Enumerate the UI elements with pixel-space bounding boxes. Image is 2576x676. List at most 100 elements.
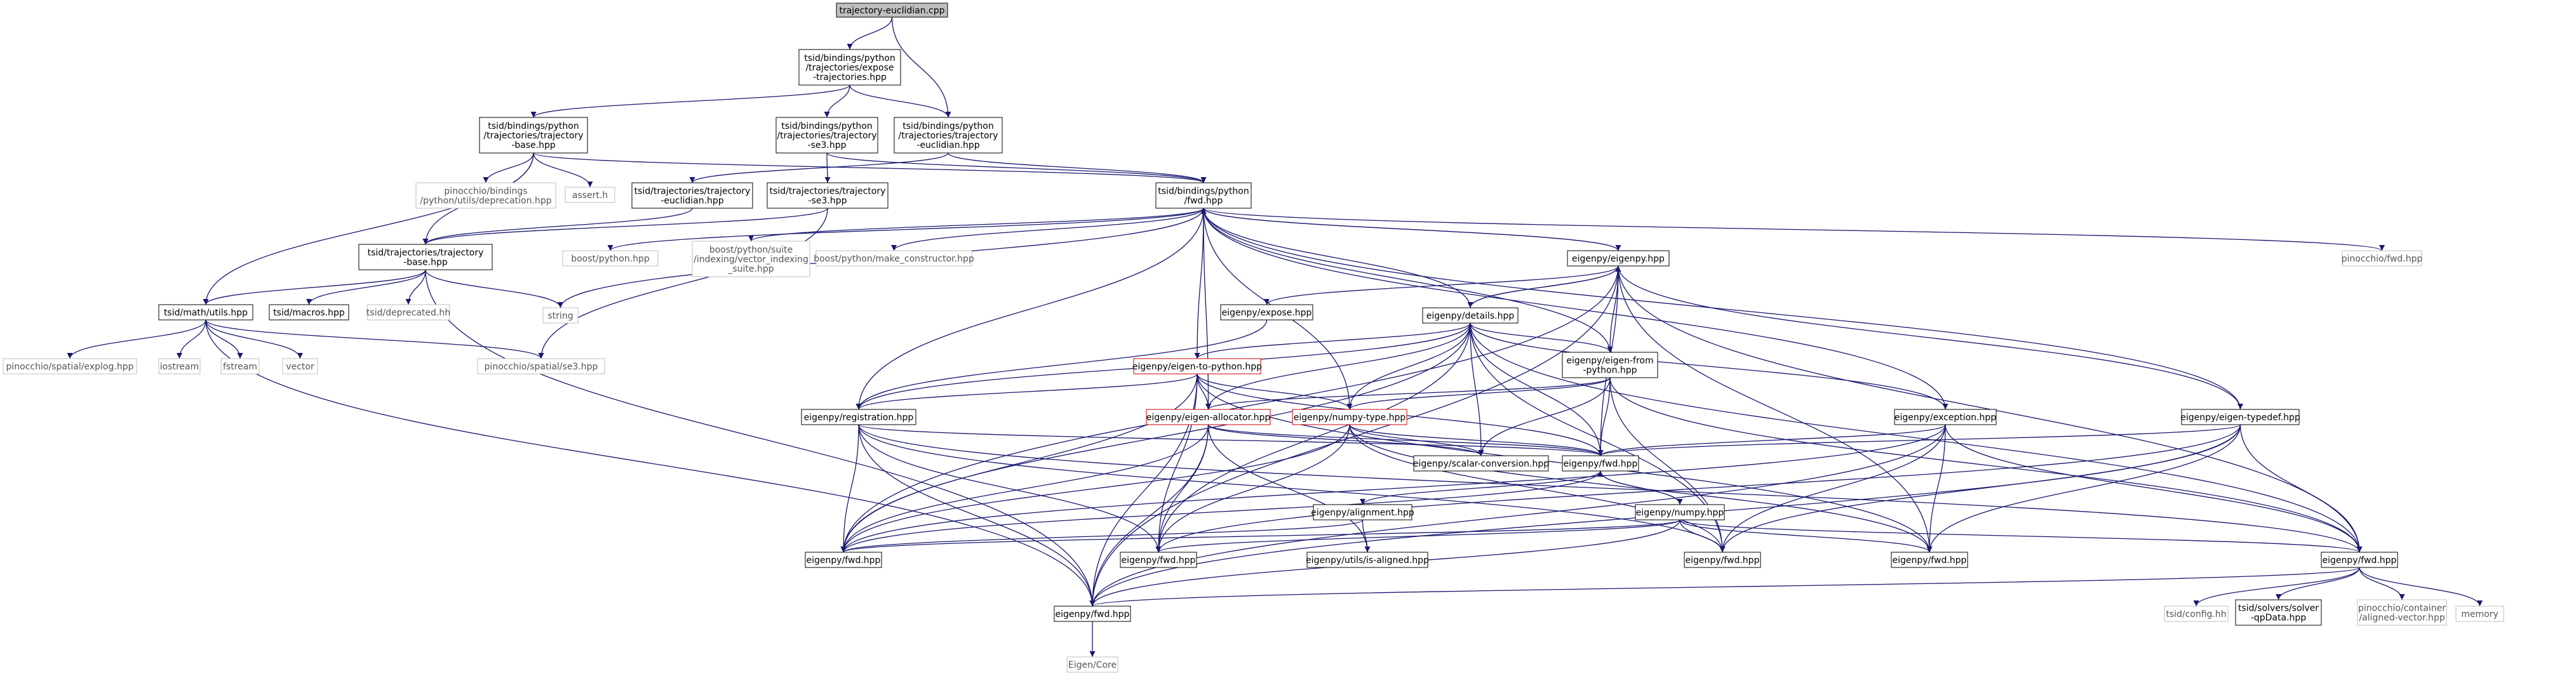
node-tsid-trajectories-trajectory-euclidian-hpp[interactable]: tsid/trajectories/trajectory-euclidian.h…	[631, 182, 753, 209]
node-tsid-trajectories-trajectory-se3-hpp[interactable]: tsid/trajectories/trajectory-se3.hpp	[767, 182, 889, 209]
edge-eigenpy-to-efwd4	[1618, 265, 1933, 553]
node-label: -euclidian.hpp	[661, 196, 723, 206]
edge-numpy-to-efwdc	[1597, 470, 1680, 505]
node-box	[1894, 409, 1997, 425]
node-box	[801, 409, 916, 425]
edge-details-to-efwd1	[840, 322, 1471, 553]
node-eigenpy-utils-is-aligned-hpp[interactable]: eigenpy/utils/is-aligned.hpp	[1306, 552, 1429, 568]
edge-details-to-efwdc	[1470, 322, 1604, 456]
edge-tsbase-to-string	[425, 269, 563, 308]
node-label: pinocchio/container	[2358, 604, 2446, 614]
node-eigenpy-fwd-hpp[interactable]: eigenpy/fwd.hpp	[1120, 552, 1197, 568]
node-eigenpy-alignment-hpp[interactable]: eigenpy/alignment.hpp	[1311, 504, 1414, 520]
edge-tsbase-to-macros	[306, 269, 426, 305]
node-tsid-bindings-python-trajectories-trajectory-se3-hpp[interactable]: tsid/bindings/python/trajectories/trajec…	[775, 117, 878, 154]
node-tsid-math-utils-hpp[interactable]: tsid/math/utils.hpp	[158, 304, 253, 321]
node-tsid-bindings-python-trajectories-expose-trajectories-hpp[interactable]: tsid/bindings/python/trajectories/expose…	[798, 49, 901, 86]
edge-etypedef-to-efwdc	[1597, 424, 2241, 456]
node-eigenpy-numpy-hpp[interactable]: eigenpy/numpy.hpp	[1635, 504, 1725, 520]
edge-details-to-nptype	[1346, 322, 1471, 410]
node-eigenpy-details-hpp[interactable]: eigenpy/details.hpp	[1422, 307, 1519, 324]
edge-ealloc-to-efwd1	[840, 424, 1209, 553]
node-label: tsid/trajectories/trajectory	[368, 248, 484, 258]
node-box	[2164, 606, 2229, 622]
node-label: iostream	[160, 362, 199, 372]
node-eigenpy-expose-hpp[interactable]: eigenpy/expose.hpp	[1220, 304, 1313, 321]
node-eigenpy-eigen-typedef-hpp[interactable]: eigenpy/eigen-typedef.hpp	[2180, 409, 2300, 425]
node-box	[767, 182, 889, 209]
node-eigenpy-registration-hpp[interactable]: eigenpy/registration.hpp	[801, 409, 916, 425]
node-eigenpy-numpy-type-hpp[interactable]: eigenpy/numpy-type.hpp	[1292, 409, 1407, 425]
edge-pybase-to-asserth	[533, 152, 593, 188]
edge-mutils-to-fstream	[205, 319, 243, 359]
edge-exc-to-pyfwd	[1200, 208, 1946, 410]
edge-details-to-scalar	[1470, 322, 1484, 456]
edge-exc-to-efwd4	[1926, 424, 1946, 553]
node-box	[220, 358, 260, 374]
node-tsid-bindings-python-trajectories-trajectory-euclidian-hpp[interactable]: tsid/bindings/python/trajectories/trajec…	[894, 117, 1003, 154]
node-eigenpy-exception-hpp[interactable]: eigenpy/exception.hpp	[1894, 409, 1997, 425]
node-label: -base.hpp	[511, 140, 556, 150]
node-box	[815, 250, 972, 267]
edge-details-to-e2py	[1194, 322, 1471, 359]
node-tsid-trajectories-trajectory-base-hpp[interactable]: tsid/trajectories/trajectory-base.hpp	[358, 244, 493, 270]
node-label: tsid/macros.hpp	[273, 308, 345, 318]
edge-efwd5-to-qpdata	[2276, 567, 2360, 600]
node-box	[477, 358, 605, 374]
edge-efrom-to-efwd3	[1609, 377, 1726, 553]
edge-root-to-expose	[847, 17, 893, 50]
edge-pyeuc-to-tseuc	[689, 152, 949, 183]
node-pinocchio-spatial-se3-hpp: pinocchio/spatial/se3.hpp	[477, 358, 605, 374]
node-label: boost/python.hpp	[571, 254, 650, 264]
edge-reg-to-efwd3	[858, 424, 1726, 553]
node-label: eigenpy/fwd.hpp	[1686, 555, 1760, 566]
node-box	[1567, 250, 1670, 267]
node-tsid-solvers-solver-qpdata-hpp[interactable]: tsid/solvers/solver-qpData.hpp	[2235, 599, 2322, 626]
node-eigenpy-fwd-hpp[interactable]: eigenpy/fwd.hpp	[1562, 455, 1639, 472]
node-box	[805, 552, 882, 568]
node-label: eigenpy/eigen-to-python.hpp	[1132, 362, 1262, 372]
edge-eexpose-to-reg	[855, 319, 1268, 410]
edge-nptype-to-efwd3	[1349, 424, 1726, 553]
node-memory: memory	[2455, 606, 2504, 622]
node-box	[1120, 552, 1197, 568]
node-eigenpy-fwd-hpp[interactable]: eigenpy/fwd.hpp	[2321, 552, 2398, 568]
node-label: Eigen/Core	[1068, 660, 1117, 670]
node-eigenpy-scalar-conversion-hpp[interactable]: eigenpy/scalar-conversion.hpp	[1413, 455, 1549, 472]
node-eigen-core: Eigen/Core	[1066, 656, 1118, 673]
node-pinocchio-container-aligned-vector-hpp: pinocchio/container/aligned-vector.hpp	[2357, 599, 2447, 626]
node-boost-python-suite-indexing-vector-indexing-suite-hpp: boost/python/suite/indexing/vector_index…	[692, 241, 810, 277]
node-label: pinocchio/spatial/se3.hpp	[485, 362, 598, 372]
edge-exc-to-efwd6	[1089, 424, 1946, 607]
node-eigenpy-eigenpy-hpp[interactable]: eigenpy/eigenpy.hpp	[1567, 250, 1670, 267]
node-eigenpy-eigen-allocator-hpp[interactable]: eigenpy/eigen-allocator.hpp	[1146, 409, 1271, 425]
node-label: eigenpy/alignment.hpp	[1311, 508, 1414, 518]
edge-pyfwd-to-pinfwd	[1203, 208, 2385, 251]
node-box	[415, 182, 556, 209]
node-box	[158, 358, 201, 374]
node-label: eigenpy/details.hpp	[1426, 311, 1515, 321]
node-eigenpy-fwd-hpp[interactable]: eigenpy/fwd.hpp	[1684, 552, 1761, 568]
node-tsid-macros-hpp[interactable]: tsid/macros.hpp	[269, 304, 349, 321]
node-box	[2321, 552, 2398, 568]
node-box	[1054, 606, 1131, 622]
node-box	[1635, 504, 1725, 520]
edge-pyeuc-to-pyfwd	[948, 152, 1207, 183]
node-eigenpy-fwd-hpp[interactable]: eigenpy/fwd.hpp	[1891, 552, 1968, 568]
node-tsid-bindings-python-trajectories-trajectory-base-hpp[interactable]: tsid/bindings/python/trajectories/trajec…	[479, 117, 588, 154]
node-label: eigenpy/fwd.hpp	[2323, 555, 2397, 566]
node-eigenpy-eigen-from-python-hpp[interactable]: eigenpy/eigen-from-python.hpp	[1562, 352, 1658, 378]
node-trajectory-euclidian-cpp[interactable]: trajectory-euclidian.cpp	[836, 3, 948, 18]
node-label: eigenpy/fwd.hpp	[1122, 555, 1196, 566]
edge-efwdc-to-align	[1360, 470, 1601, 505]
node-eigenpy-eigen-to-python-hpp[interactable]: eigenpy/eigen-to-python.hpp	[1132, 358, 1262, 374]
edge-numpy-to-efwd4	[1679, 519, 1933, 553]
node-tsid-bindings-python-fwd-hpp[interactable]: tsid/bindings/python/fwd.hpp	[1155, 182, 1252, 209]
node-eigenpy-fwd-hpp[interactable]: eigenpy/fwd.hpp	[1054, 606, 1131, 622]
node-eigenpy-fwd-hpp[interactable]: eigenpy/fwd.hpp	[805, 552, 882, 568]
edge-mutils-to-pexp	[67, 319, 206, 359]
node-label: eigenpy/expose.hpp	[1222, 308, 1312, 318]
edge-efrom-to-efwd5	[1609, 377, 2363, 553]
edge-mutils-to-efwd6	[205, 319, 1096, 607]
node-label: tsid/trajectories/trajectory	[634, 187, 751, 197]
